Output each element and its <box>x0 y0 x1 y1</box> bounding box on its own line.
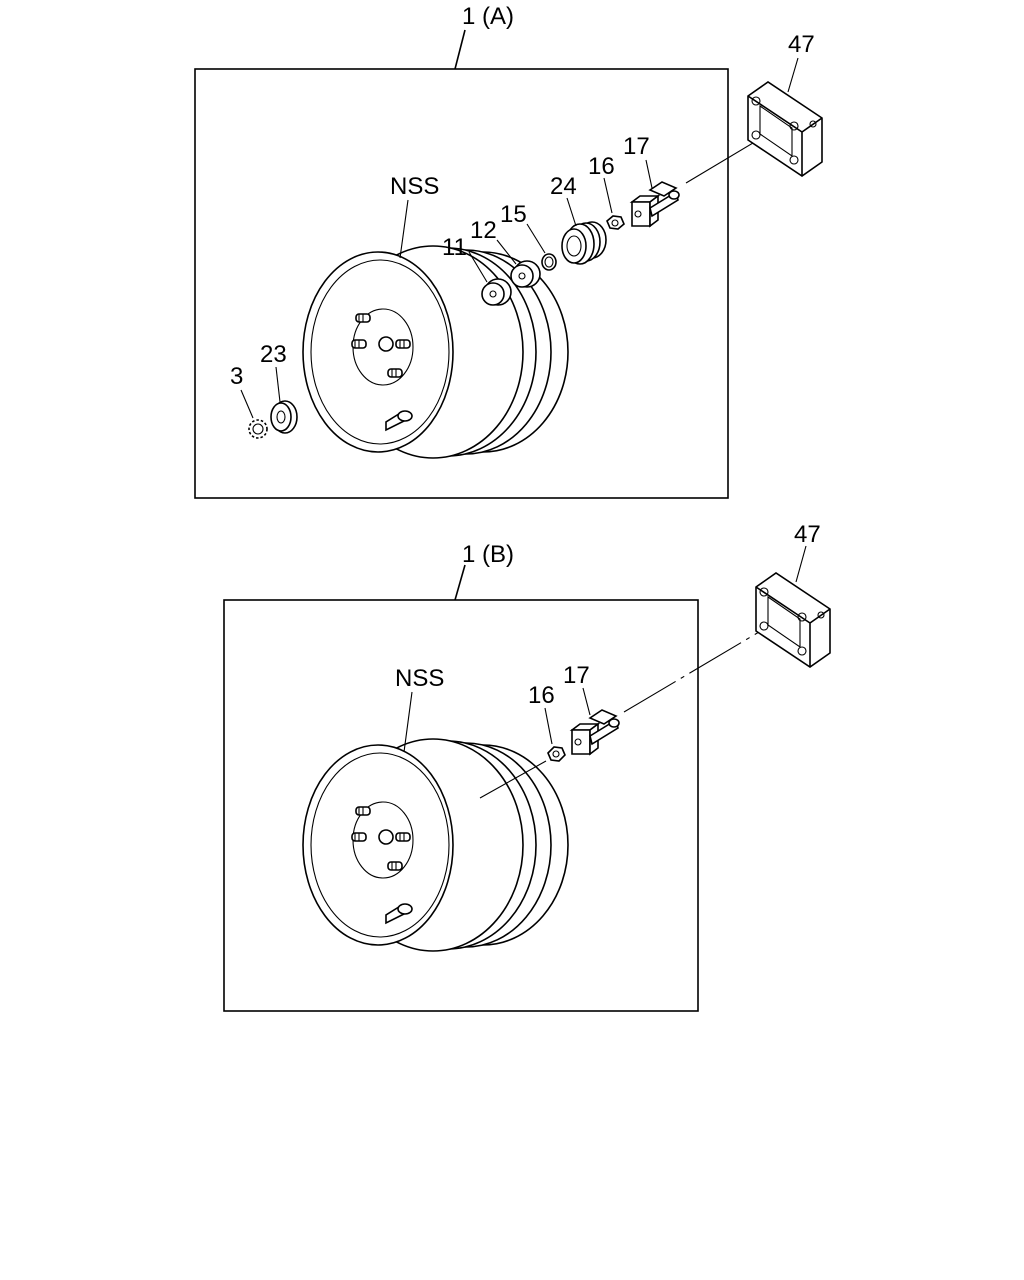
leader-47-a <box>787 57 799 93</box>
snap-ring-part-3 <box>248 419 268 439</box>
label-15: 15 <box>500 201 527 228</box>
axis-line-b-1 <box>479 760 547 799</box>
panel-a-title: 1 (A) <box>462 3 514 30</box>
leader-3 <box>240 389 254 419</box>
label-12: 12 <box>470 217 497 244</box>
washer-part-11 <box>481 278 512 306</box>
leader-15 <box>526 223 546 254</box>
label-nss-a: NSS <box>390 173 439 200</box>
panel-a: 1 (A) NSS 3 23 11 <box>194 3 823 499</box>
bracket-part-47-b <box>755 572 831 668</box>
boot-part-24 <box>561 221 607 265</box>
panel-a-frame <box>194 68 729 499</box>
label-16-a: 16 <box>588 153 615 180</box>
label-16-b: 16 <box>528 682 555 709</box>
nut-part-16-b <box>547 746 566 762</box>
leader-11 <box>468 251 488 283</box>
label-47-b: 47 <box>794 521 821 548</box>
label-11: 11 <box>442 234 467 261</box>
leader-24 <box>566 197 577 227</box>
leader-47-b <box>795 545 807 583</box>
bracket-part-47-a <box>747 81 823 177</box>
clevis-part-17-a <box>631 181 680 227</box>
panel-a-title-leader <box>454 29 466 70</box>
panel-b-frame <box>223 599 699 1012</box>
label-3: 3 <box>230 363 243 390</box>
leader-16-b <box>544 707 553 745</box>
washer-part-12 <box>510 260 541 288</box>
leader-12 <box>496 239 517 265</box>
leader-nss-b <box>403 691 413 753</box>
label-nss-b: NSS <box>395 665 444 692</box>
label-47-a: 47 <box>788 31 815 58</box>
leader-23 <box>275 366 281 403</box>
label-23: 23 <box>260 341 287 368</box>
leader-nss-a <box>399 199 409 259</box>
nut-part-16-a <box>606 215 625 230</box>
label-17-a: 17 <box>623 133 650 160</box>
leader-17-b <box>582 687 591 716</box>
leader-16-a <box>603 177 613 214</box>
label-24: 24 <box>550 173 577 200</box>
panel-b-title-leader <box>454 564 466 601</box>
ring-part-15 <box>541 253 557 271</box>
seal-part-23 <box>270 400 298 434</box>
panel-b-title: 1 (B) <box>462 541 514 568</box>
clevis-part-17-b <box>571 709 620 755</box>
label-17-b: 17 <box>563 662 590 689</box>
panel-b: 1 (B) NSS 16 17 47 <box>223 521 831 1012</box>
leader-17-a <box>645 159 653 189</box>
